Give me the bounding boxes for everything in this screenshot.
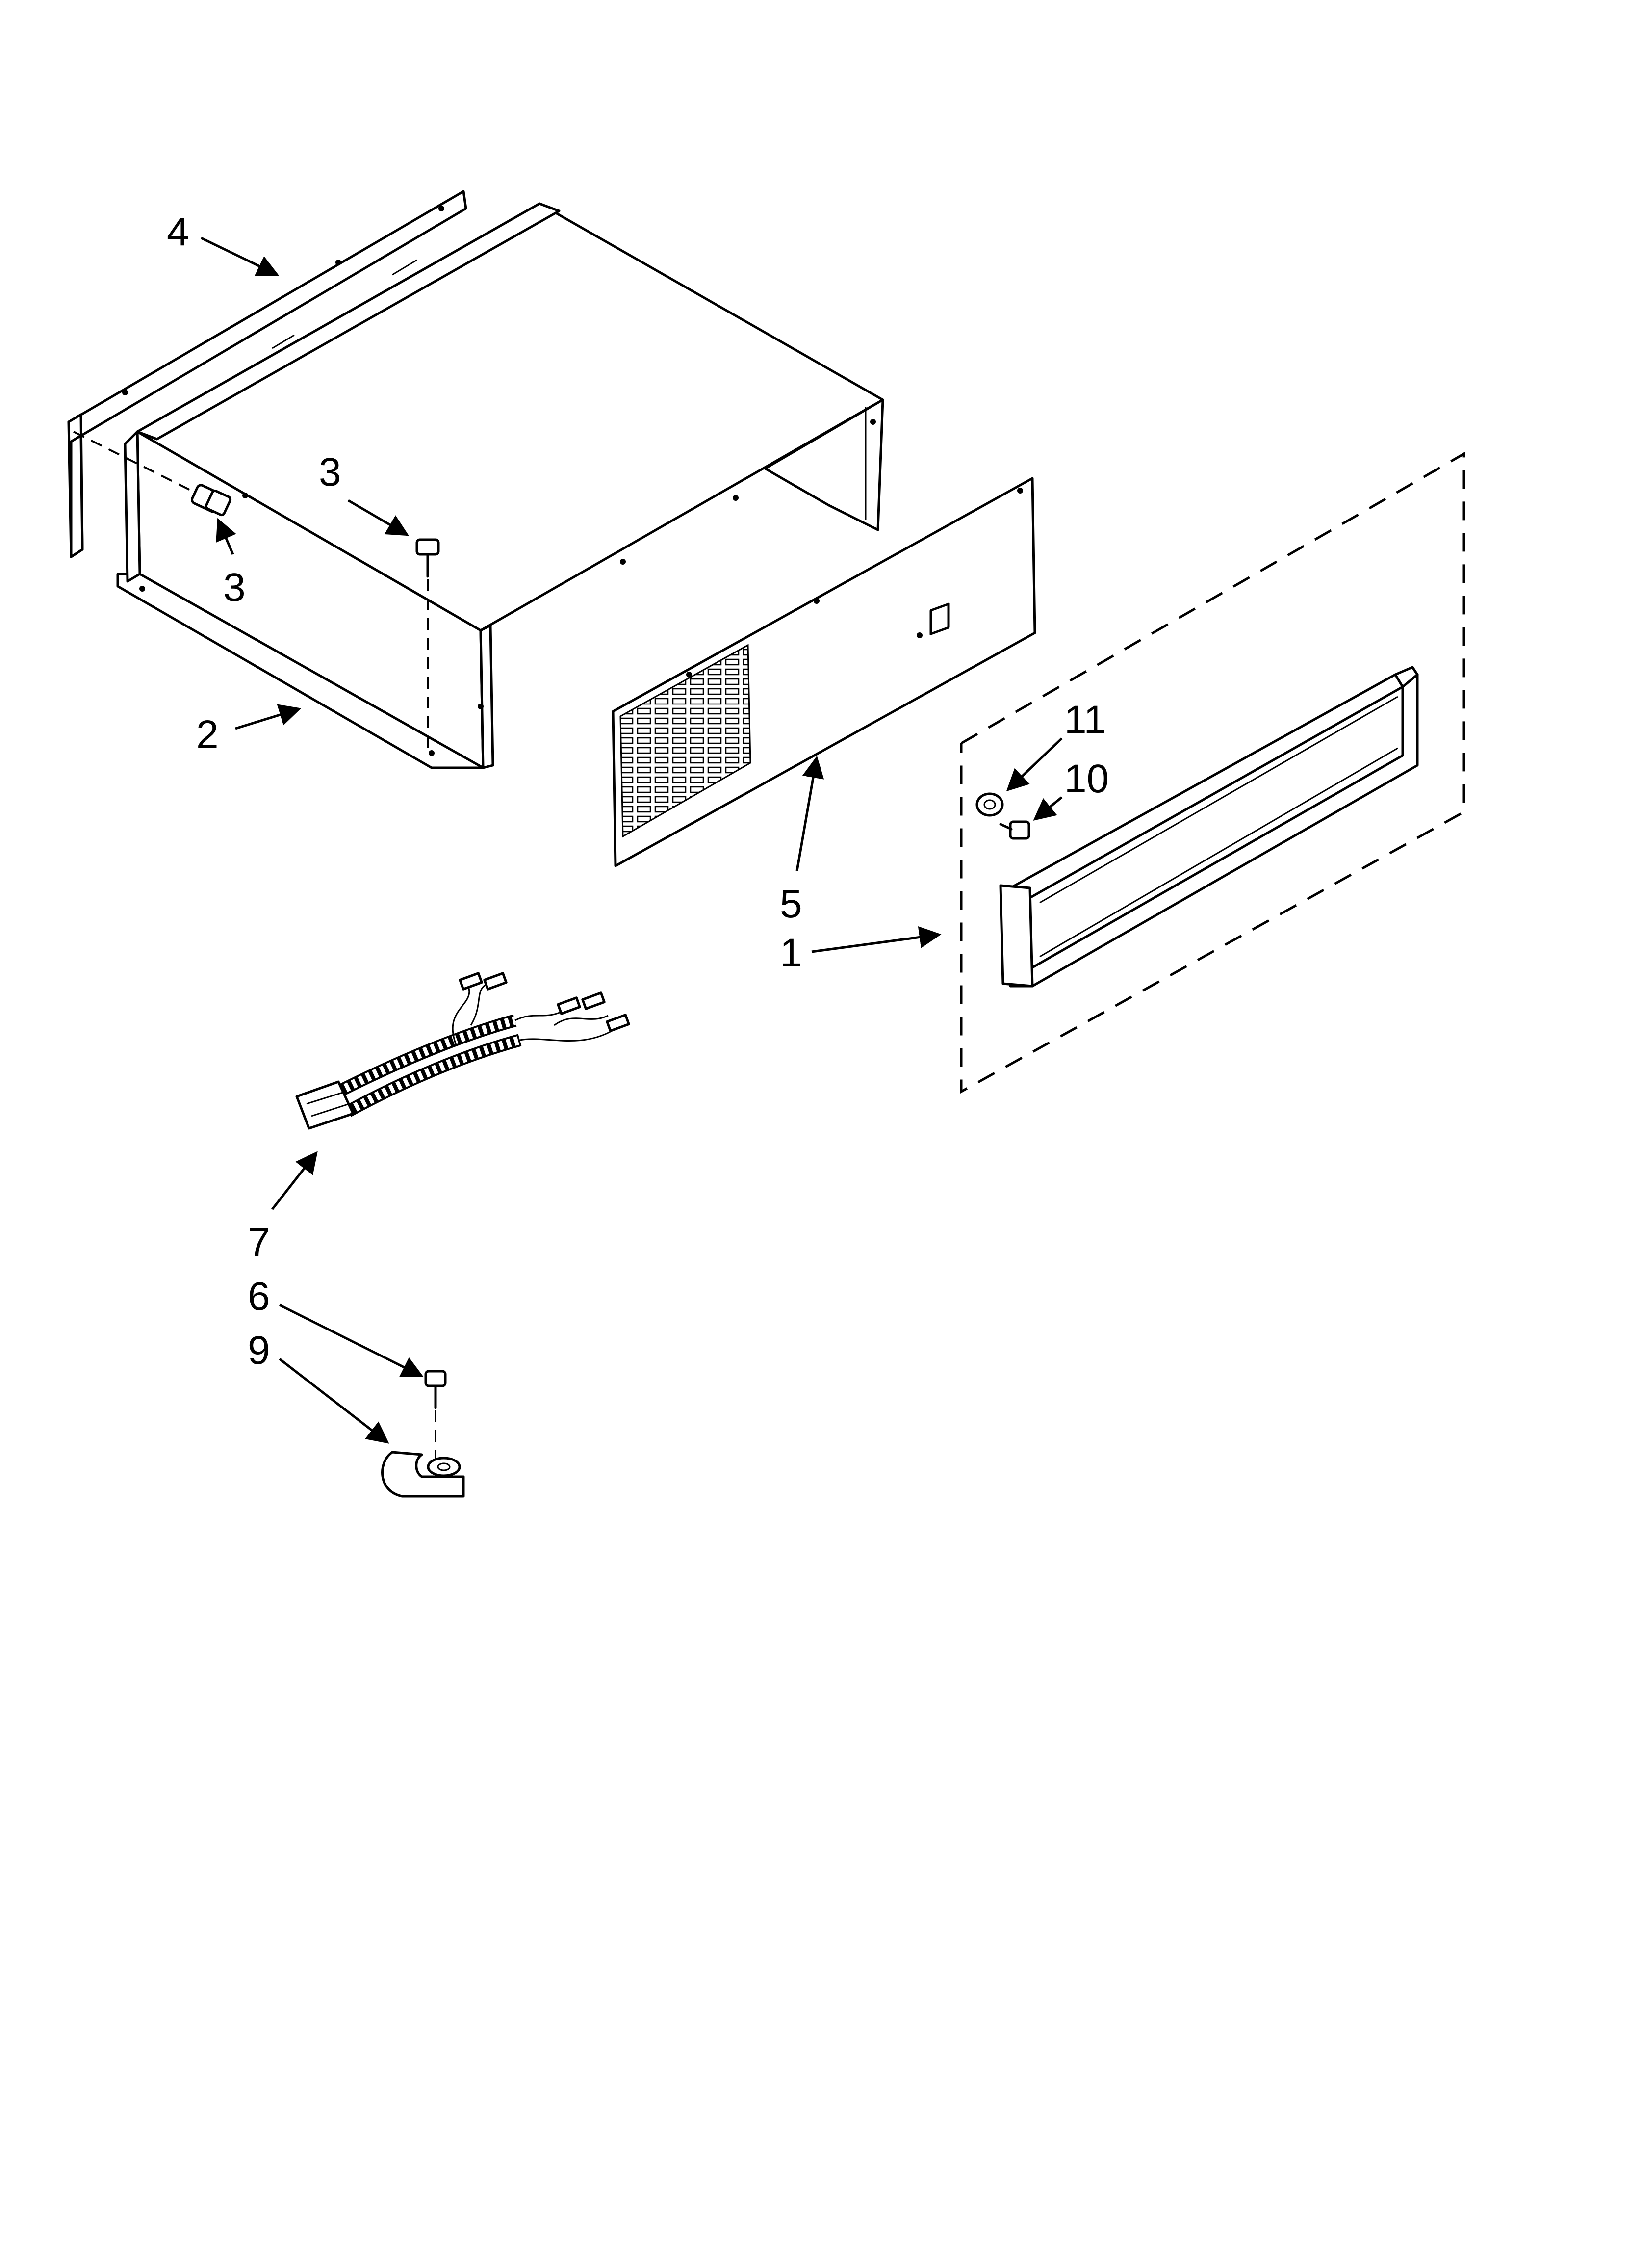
- callout-labels: 4 3 3 2 5 1 11 10 7 6 9: [167, 209, 1109, 1373]
- plug-part: [1009, 820, 1030, 840]
- louvered-panel-part: [612, 477, 1036, 867]
- callout-11: 11: [1064, 698, 1106, 742]
- screw-clamp-part: [424, 1370, 447, 1460]
- callout-4: 4: [167, 209, 189, 254]
- grille-assembly-part: [960, 451, 1465, 1094]
- callout-3-top: 3: [319, 450, 341, 495]
- screw-top-part: [415, 538, 440, 751]
- callout-2: 2: [196, 712, 219, 757]
- wire-harness-part: [295, 972, 630, 1130]
- base-housing-part: [116, 202, 884, 769]
- callout-leaders: [200, 236, 1063, 1444]
- clamp-part: [381, 1451, 465, 1498]
- screw-left-part: [73, 431, 232, 517]
- callout-3-left: 3: [223, 565, 246, 610]
- callout-7: 7: [248, 1220, 270, 1265]
- callout-10: 10: [1064, 756, 1109, 801]
- callout-1: 1: [780, 931, 802, 975]
- callout-5: 5: [780, 882, 802, 926]
- rear-rail-part: [67, 190, 467, 558]
- callout-6: 6: [248, 1274, 270, 1319]
- callout-9: 9: [248, 1328, 270, 1373]
- washer-part: [975, 792, 1004, 817]
